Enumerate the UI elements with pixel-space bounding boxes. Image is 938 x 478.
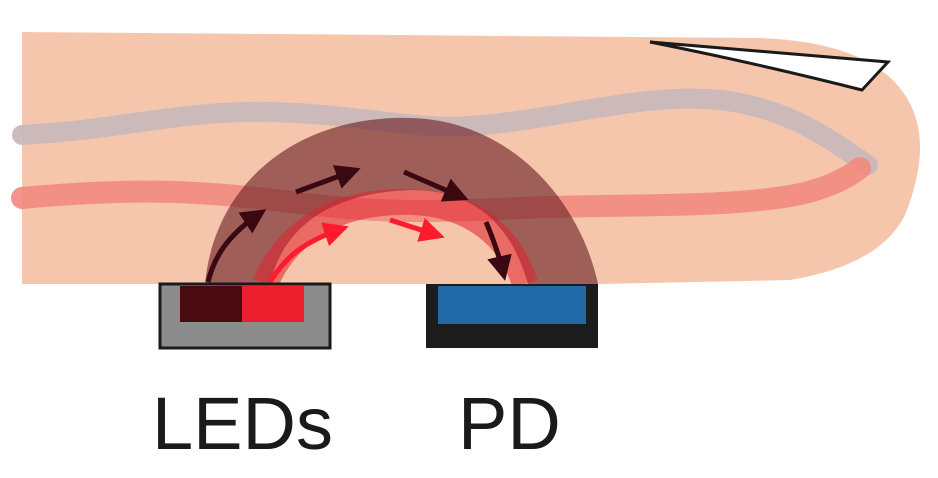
light-path-region bbox=[205, 117, 598, 284]
infrared-arrow-2 bbox=[295, 165, 361, 195]
red-light-glow bbox=[253, 188, 538, 290]
infrared-arrow-4 bbox=[483, 221, 512, 281]
fingernail bbox=[649, 40, 892, 92]
leds-label: LEDs bbox=[152, 382, 333, 465]
red-arrow-1 bbox=[267, 222, 349, 284]
pd-label: PD bbox=[458, 382, 561, 465]
infrared-arrow-3 bbox=[403, 169, 469, 202]
infrared-arrow-1 bbox=[205, 209, 267, 283]
led-red bbox=[242, 286, 304, 322]
vein bbox=[12, 88, 878, 175]
red-arrow-2 bbox=[389, 217, 445, 242]
pd-sensor bbox=[438, 286, 586, 324]
led-infrared bbox=[180, 286, 242, 322]
